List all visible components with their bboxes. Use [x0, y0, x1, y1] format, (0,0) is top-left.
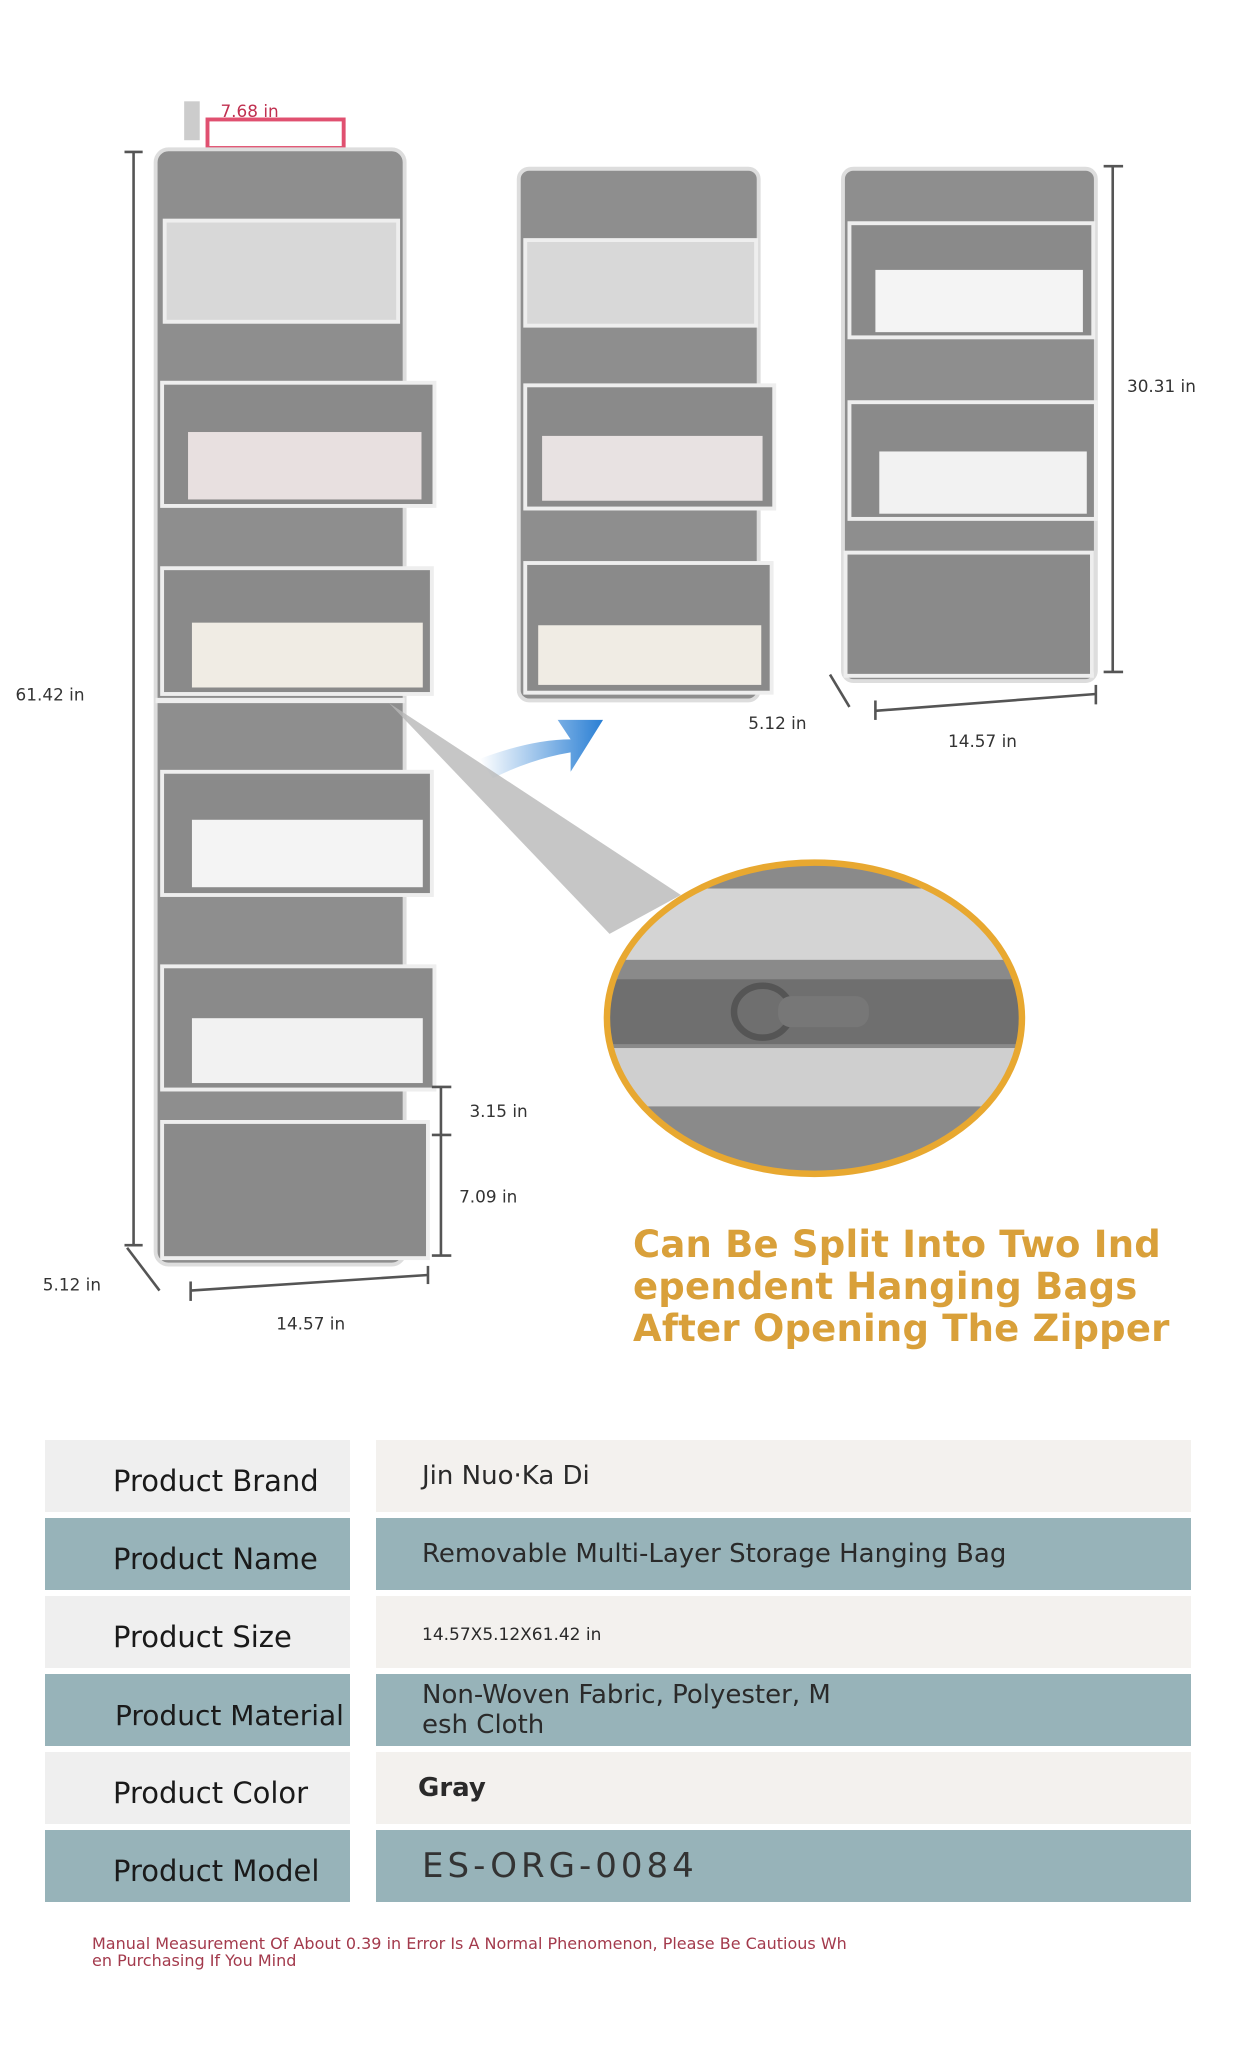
dim-pocket-height: 7.09 in [459, 1186, 517, 1206]
spec-value: Removable Multi-Layer Storage Hanging Ba… [376, 1518, 1191, 1590]
dim-pocket-gap: 3.15 in [469, 1101, 527, 1121]
spec-label: Product Size [45, 1596, 350, 1668]
spec-row-material: Product Material Non-Woven Fabric, Polye… [45, 1674, 1191, 1746]
dim-top-width: 7.68 in [220, 101, 278, 121]
spec-value: 14.57X5.12X61.42 in [376, 1596, 1191, 1668]
dim-width-left: 14.57 in [276, 1313, 345, 1333]
bottom-half-organizer-image [841, 166, 1098, 683]
spec-row-size: Product Size 14.57X5.12X61.42 in [45, 1596, 1191, 1668]
spec-value: ES-ORG-0084 [376, 1830, 1191, 1902]
full-organizer-image [153, 101, 437, 1267]
dimension-lines [124, 150, 1124, 1301]
arrow-icon [479, 719, 604, 779]
top-half-organizer-image [516, 166, 777, 703]
spec-value: Jin Nuo·Ka Di [376, 1440, 1191, 1512]
spec-row-brand: Product Brand Jin Nuo·Ka Di [45, 1440, 1191, 1512]
measurement-note: Manual Measurement Of About 0.39 in Erro… [92, 1935, 912, 1969]
spec-value-line: esh Cloth [422, 1710, 545, 1740]
headline-line: After Opening The Zipper [633, 1307, 1170, 1350]
dim-depth-left: 5.12 in [43, 1275, 101, 1295]
spec-label: Product Name [45, 1518, 350, 1590]
spec-label: Product Material [45, 1674, 350, 1746]
spec-label: Product Brand [45, 1440, 350, 1512]
dim-half-height: 30.31 in [1127, 376, 1196, 396]
feature-headline: Can Be Split Into Two Ind ependent Hangi… [633, 1224, 1170, 1350]
spec-row-color: Product Color Gray [45, 1752, 1191, 1824]
dim-total-height: 61.42 in [16, 684, 85, 704]
spec-value: Non-Woven Fabric, Polyester, M esh Cloth [376, 1674, 1191, 1746]
spec-value: Gray [376, 1752, 1191, 1824]
dim-depth-right: 5.12 in [748, 713, 806, 733]
spec-row-name: Product Name Removable Multi-Layer Stora… [45, 1518, 1191, 1590]
spec-value-line: Non-Woven Fabric, Polyester, M [422, 1680, 831, 1710]
note-line: en Purchasing If You Mind [92, 1951, 297, 1970]
zipper-closeup-image [389, 703, 1026, 1178]
headline-line: Can Be Split Into Two Ind [633, 1223, 1161, 1266]
headline-line: ependent Hanging Bags [633, 1265, 1138, 1308]
spec-label: Product Color [45, 1752, 350, 1824]
note-line: Manual Measurement Of About 0.39 in Erro… [92, 1934, 847, 1953]
spec-label: Product Model [45, 1830, 350, 1902]
spec-row-model: Product Model ES-ORG-0084 [45, 1830, 1191, 1902]
product-illustration: 7.68 in 61.42 in 3.15 in 7.09 in 5.12 in… [16, 101, 1196, 1334]
dim-width-right: 14.57 in [948, 731, 1017, 751]
